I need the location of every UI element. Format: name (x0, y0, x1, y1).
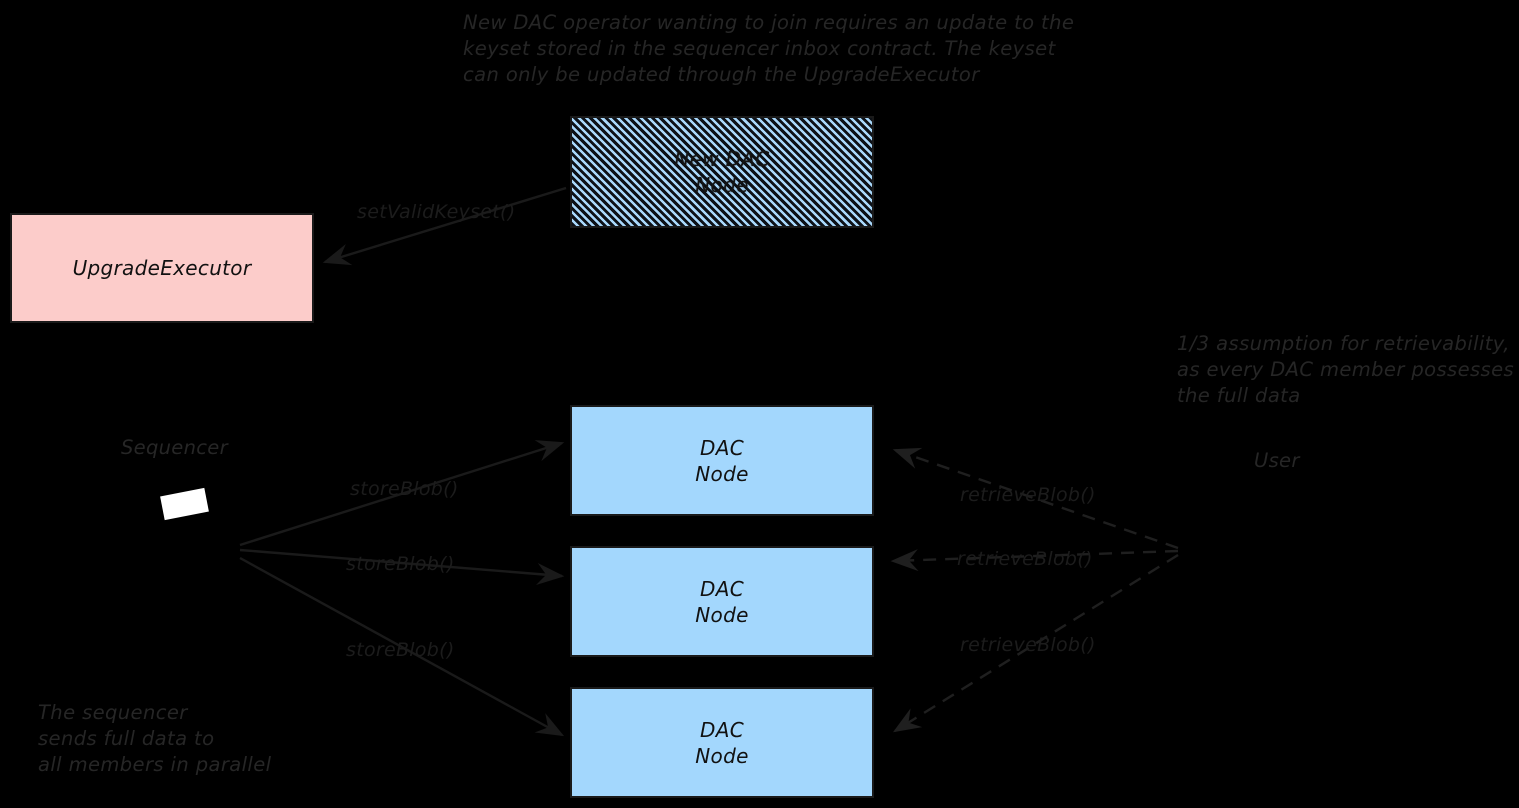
edge-retrieve-blob-2 (890, 549, 1179, 572)
edge-store-blob-2 (239, 548, 565, 585)
box-dac-node-2-label: DAC Node (695, 576, 749, 627)
edge-label-set-valid-keyset: setValidKeyset() (357, 201, 516, 223)
box-dac-node-3[interactable]: DAC Node (570, 687, 874, 798)
edge-label-retrieve-blob-3: retrieveBlob() (960, 634, 1096, 656)
box-upgrade-executor[interactable]: UpgradeExecutor (10, 213, 314, 323)
box-dac-node-1[interactable]: DAC Node (570, 405, 874, 516)
edge-set-valid-keyset (322, 186, 567, 266)
edge-label-retrieve-blob-1: retrieveBlob() (960, 484, 1096, 506)
note-keyset-update: New DAC operator wanting to join require… (463, 11, 1075, 86)
note-retrievability: 1/3 assumption for retrievability, as ev… (1177, 332, 1515, 407)
edge-label-store-blob-2: storeBlob() (346, 553, 455, 575)
box-new-dac-node-label: New DAC Node (674, 147, 770, 197)
edge-retrieve-blob-1 (892, 447, 1179, 550)
edge-label-store-blob-1: storeBlob() (350, 478, 459, 500)
note-sequencer-parallel: The sequencer sends full data to all mem… (38, 701, 272, 776)
edge-label-store-blob-3: storeBlob() (346, 639, 455, 661)
edge-retrieve-blob-3 (892, 553, 1179, 733)
box-dac-node-2[interactable]: DAC Node (570, 546, 874, 657)
edge-store-blob-3 (239, 556, 565, 737)
box-upgrade-executor-label: UpgradeExecutor (72, 256, 252, 280)
box-new-dac-node[interactable]: New DAC Node (570, 116, 874, 228)
box-dac-node-3-label: DAC Node (695, 717, 749, 768)
edge-store-blob-1 (239, 440, 565, 547)
label-user: User (1254, 449, 1300, 472)
label-sequencer: Sequencer (121, 436, 228, 459)
edge-label-retrieve-blob-2: retrieveBlob() (957, 548, 1093, 570)
box-dac-node-1-label: DAC Node (695, 435, 749, 486)
